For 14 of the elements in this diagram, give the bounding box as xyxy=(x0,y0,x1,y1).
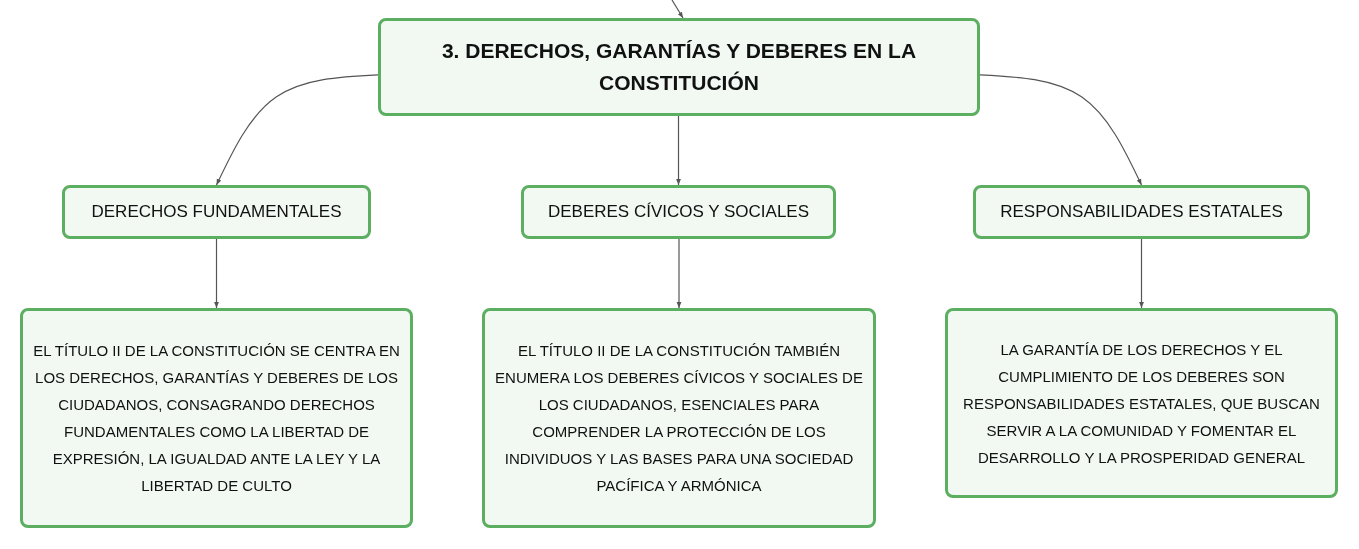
connector-arrow xyxy=(676,115,681,186)
connector-arrow xyxy=(676,238,682,309)
subtopic-box: DERECHOS FUNDAMENTALES xyxy=(62,185,371,239)
connector-arrow xyxy=(215,74,379,186)
subtopic-box: RESPONSABILIDADES ESTATALES xyxy=(973,185,1310,239)
description-box: EL TÍTULO II DE LA CONSTITUCIÓN TAMBIÉN ENUMERA LOS DEBERES CÍVICOS Y SOCIALES DE LOS CIUDADANOS, ESENCIALES PARA COMPRENDER LA PROTECCIÓN DE LOS INDIVIDUOS Y LAS BASES PARA UNA SOCIEDAD PACÍFICA Y ARMÓNICA xyxy=(482,308,876,528)
connector-arrow xyxy=(979,74,1143,186)
connector-arrow xyxy=(1139,238,1144,309)
connector-arrow xyxy=(214,238,219,309)
description-box: EL TÍTULO II DE LA CONSTITUCIÓN SE CENTRA EN LOS DERECHOS, GARANTÍAS Y DEBERES DE LOS CIUDADANOS, CONSAGRANDO DERECHOS FUNDAMENTALES COMO LA LIBERTAD DE EXPRESIÓN, LA IGUALDAD ANTE LA LEY Y LA LIBERTAD DE CULTO xyxy=(20,308,413,528)
connector-arrow xyxy=(671,0,684,19)
topic-box: 3. DERECHOS, GARANTÍAS Y DEBERES EN LA CONSTITUCIÓN xyxy=(378,18,980,116)
description-box: LA GARANTÍA DE LOS DERECHOS Y EL CUMPLIMIENTO DE LOS DEBERES SON RESPONSABILIDADES ESTATALES, QUE BUSCAN SERVIR A LA COMUNIDAD Y FOMENTAR EL DESARROLLO Y LA PROSPERIDAD GENERAL xyxy=(945,308,1338,498)
subtopic-box: DEBERES CÍVICOS Y SOCIALES xyxy=(521,185,836,239)
